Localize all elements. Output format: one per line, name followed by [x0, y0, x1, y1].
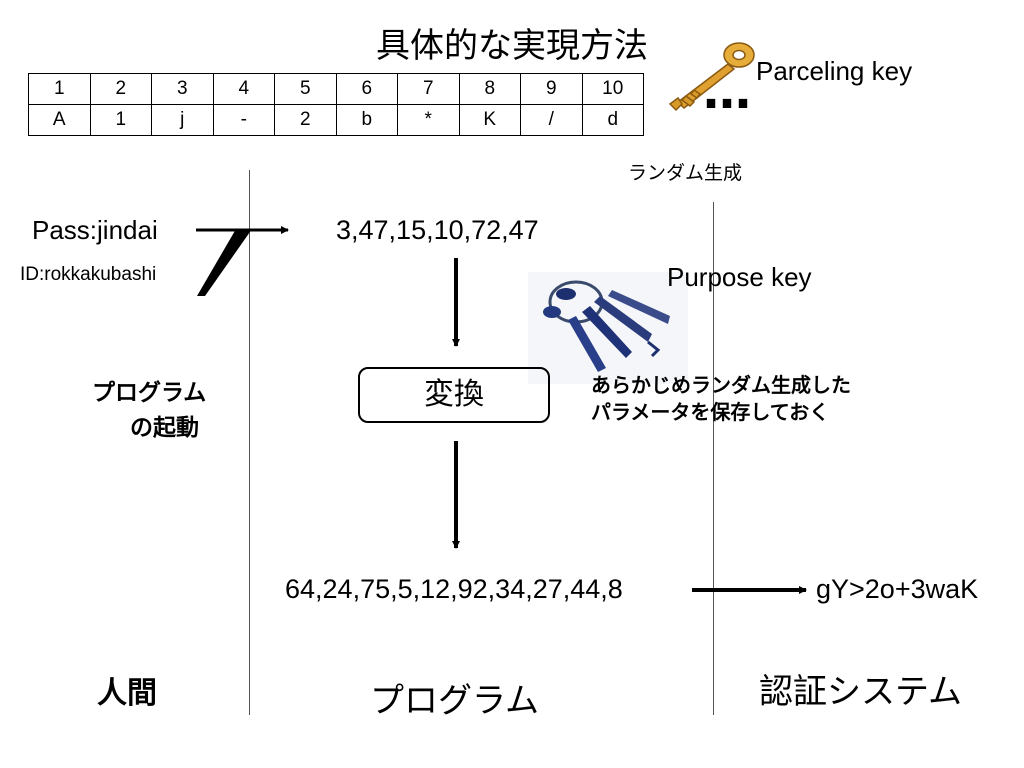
page-title: 具体的な実現方法: [376, 26, 648, 66]
gold-key-icon: [668, 42, 755, 112]
mapping-value-row: A 1 j - 2 b * K / d: [28, 104, 644, 136]
table-cell: 8: [458, 73, 521, 105]
key-ring-icon: [528, 272, 688, 384]
program-launch-line2: の起動: [130, 415, 199, 441]
launch-bracket: [197, 229, 252, 296]
input-sequence: 3,47,15,10,72,47: [336, 215, 539, 245]
program-launch-line1: プログラム: [92, 380, 207, 406]
mapping-header-row: 1 2 3 4 5 6 7 8 9 10: [28, 73, 644, 105]
id-text: ID:rokkakubashi: [20, 264, 157, 285]
table-cell: 1: [89, 104, 152, 136]
purpose-key-label: Purpose key: [667, 262, 812, 292]
table-cell: 1: [28, 73, 91, 105]
table-cell: j: [151, 104, 214, 136]
pass-text: Pass:jindai: [32, 215, 158, 245]
table-cell: d: [581, 104, 644, 136]
table-cell: *: [397, 104, 460, 136]
auth-result: gY>2o+3waK: [816, 574, 979, 604]
table-cell: b: [335, 104, 398, 136]
auth-system-column-label: 認証システム: [759, 672, 962, 712]
table-cell: -: [212, 104, 275, 136]
table-cell: K: [458, 104, 521, 136]
random-generation-note: ランダム生成: [628, 162, 743, 184]
column-divider-right: [713, 202, 714, 715]
parceling-key-label: Parceling key: [756, 56, 913, 86]
table-cell: /: [520, 104, 583, 136]
purpose-key-note-2: パラメータを保存しておく: [591, 400, 830, 424]
table-cell: 5: [274, 73, 337, 105]
column-divider-left: [249, 170, 250, 715]
mapping-table: 1 2 3 4 5 6 7 8 9 10 A 1 j - 2 b * K / d: [28, 73, 644, 136]
purpose-key-note-1: あらかじめランダム生成した: [591, 373, 851, 397]
table-cell: A: [28, 104, 91, 136]
parceling-ellipsis: …: [703, 64, 753, 120]
table-cell: 7: [397, 73, 460, 105]
table-cell: 2: [274, 104, 337, 136]
table-cell: 6: [335, 73, 398, 105]
program-column-label: プログラム: [370, 681, 539, 721]
human-column-label: 人間: [97, 676, 157, 711]
output-sequence: 64,24,75,5,12,92,34,27,44,8: [285, 574, 623, 604]
convert-box: 変換: [358, 367, 550, 423]
